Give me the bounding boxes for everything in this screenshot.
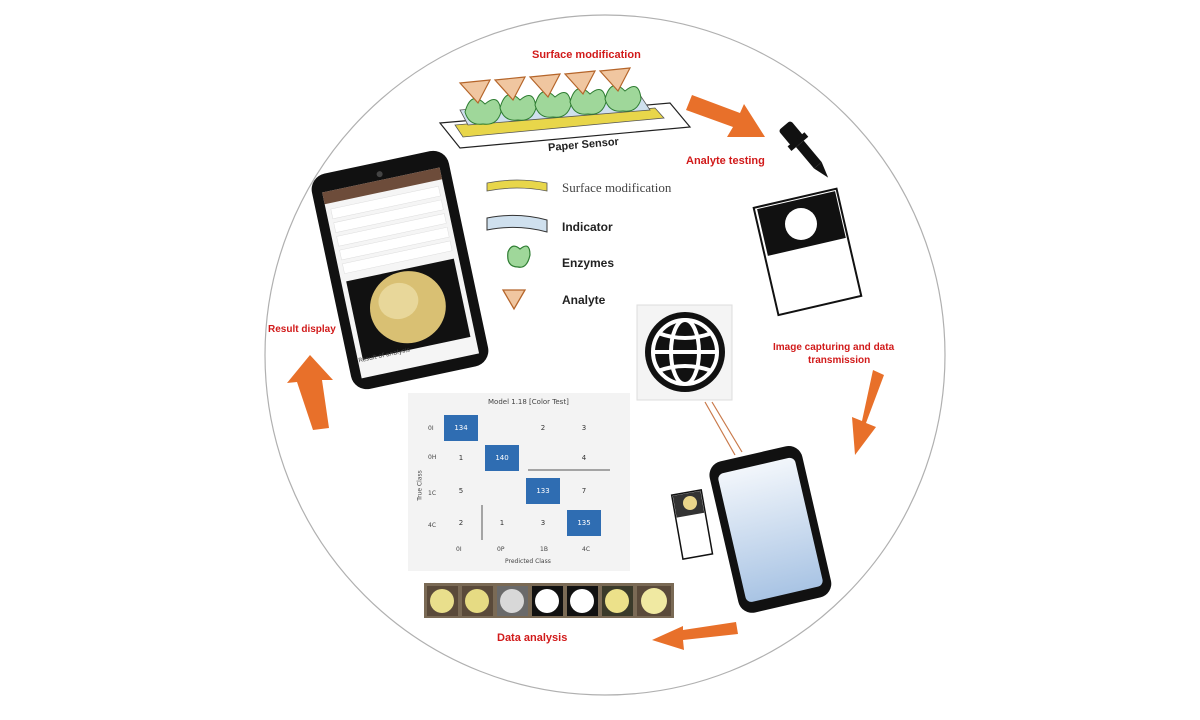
cm-cell: 3	[540, 519, 546, 527]
arrow-left-bottom	[652, 622, 738, 650]
cm-row-label: 0I	[428, 425, 434, 432]
cm-col-label: 0I	[456, 546, 462, 553]
cm-row-label: 1C	[428, 490, 437, 497]
cm-cell: 3	[581, 424, 587, 432]
cm-cell: 140	[485, 445, 519, 471]
cm-xlabel: Predicted Class	[505, 558, 551, 565]
cm-cell: 1	[499, 519, 505, 527]
cm-row-label: 0H	[428, 454, 437, 461]
cm-cell: 1	[458, 454, 464, 462]
cm-cell: 135	[567, 510, 601, 536]
arrow-right-top	[686, 95, 765, 137]
small-test-strip	[670, 489, 714, 560]
cm-col-label: 4C	[582, 546, 591, 553]
legend-surface-modification: Surface modification	[562, 180, 672, 195]
capture-phone	[709, 445, 832, 613]
cm-cell: 2	[540, 424, 546, 432]
legend-analyte: Analyte	[562, 293, 606, 307]
paper-sensor-illustration	[438, 67, 692, 149]
cm-cell: 133	[526, 478, 560, 504]
cm-cell	[485, 415, 519, 441]
legend-icons	[486, 179, 548, 311]
cycle-circle	[264, 14, 946, 696]
transmission-lines	[704, 401, 743, 456]
step-surface-modification: Surface modification	[532, 49, 641, 61]
blue-layer-icon	[486, 214, 548, 233]
cm-col-label: 0P	[497, 546, 505, 553]
step-image-capturing-line1: Image capturing and data	[773, 342, 895, 353]
step-data-analysis: Data analysis	[497, 632, 568, 644]
cm-cell: 2	[458, 519, 464, 527]
cm-cell	[526, 445, 560, 471]
cm-cell: 134	[444, 415, 478, 441]
dropper-icon	[779, 121, 829, 178]
step-analyte-testing: Analyte testing	[686, 155, 765, 167]
arrow-up-left	[287, 355, 333, 430]
cm-title: Model 1.18 [Color Test]	[488, 398, 569, 406]
cm-ylabel: True Class	[416, 470, 424, 501]
globe-icon	[636, 304, 733, 401]
result-phone	[311, 150, 489, 390]
cm-cell: 4	[581, 454, 587, 462]
green-enzyme-icon	[507, 245, 531, 268]
arrow-down-right	[852, 370, 884, 455]
test-strip-card	[752, 187, 863, 317]
legend-indicator: Indicator	[562, 220, 613, 234]
color-swatches	[424, 583, 674, 618]
yellow-layer-icon	[486, 179, 548, 192]
cm-cell	[485, 478, 519, 504]
legend-enzymes: Enzymes	[562, 256, 615, 270]
cycle-arrows	[287, 95, 884, 650]
step-result-display: Result display	[268, 324, 336, 335]
cm-cell: 7	[581, 487, 587, 495]
cm-cell: 5	[458, 487, 464, 495]
cm-row-label: 4C	[428, 522, 437, 529]
cm-col-label: 1B	[540, 546, 548, 553]
orange-triangle-icon	[501, 289, 527, 311]
step-image-capturing-line2: transmission	[808, 355, 871, 366]
